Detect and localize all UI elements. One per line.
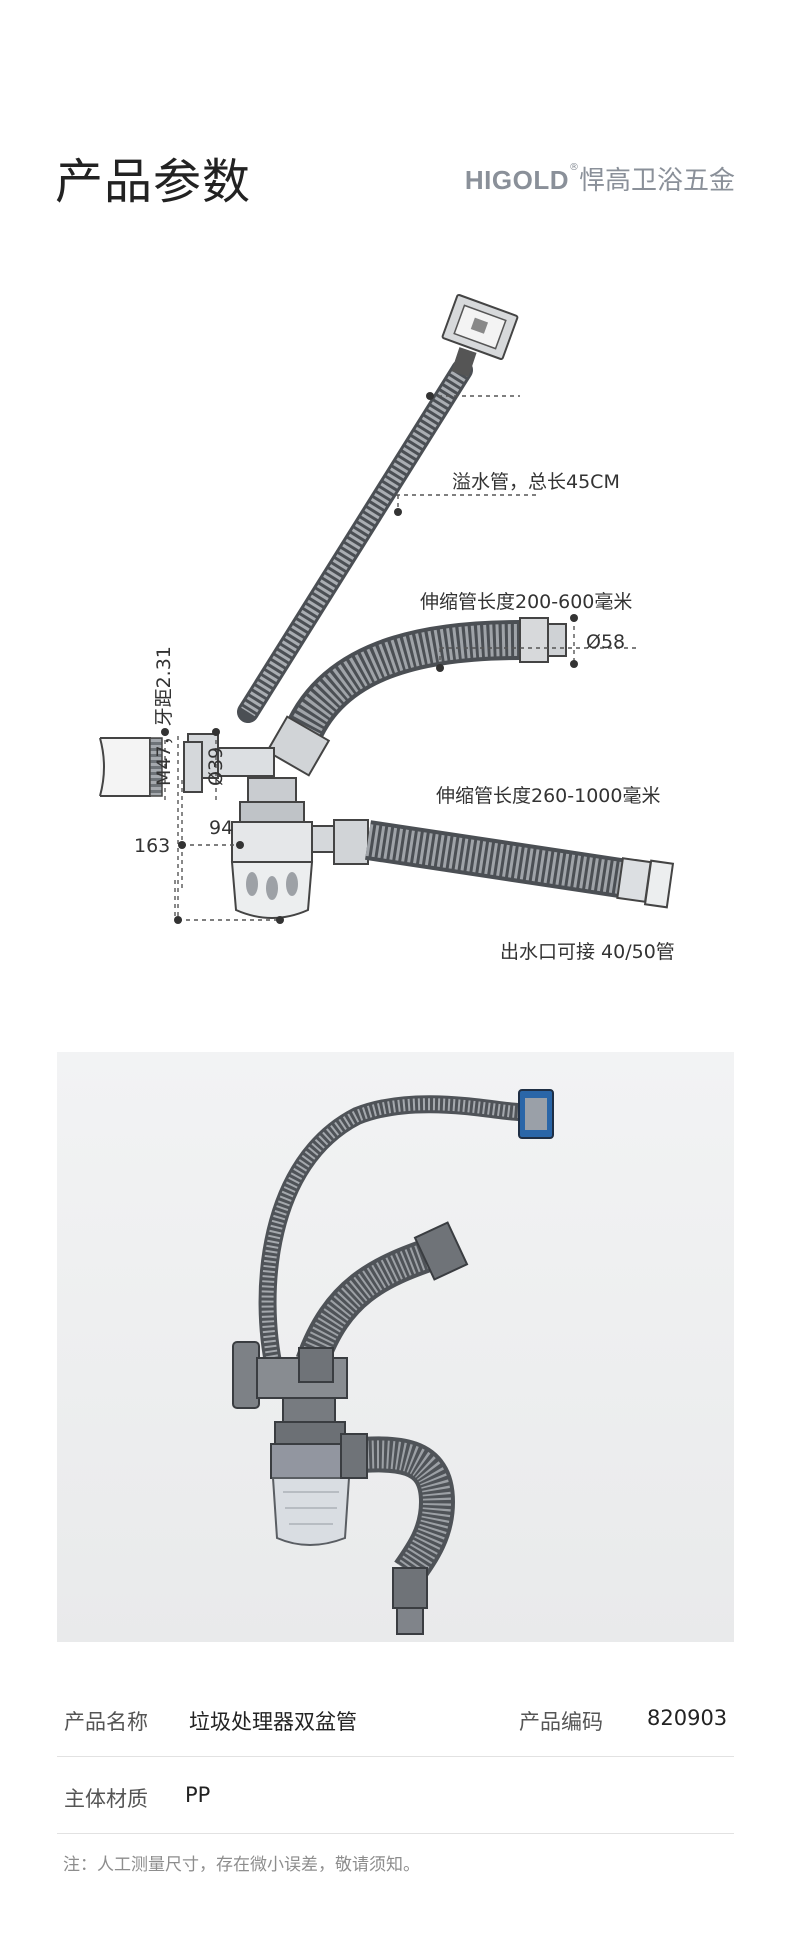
brand-reg: ® [568, 162, 579, 173]
overflow-label: 溢水管，总长45CM [452, 471, 620, 493]
hose1-label: 伸缩管长度200-600毫米 [420, 591, 632, 613]
product-photo [57, 1052, 734, 1642]
threaded-pipe [99, 737, 203, 797]
dim163-label: 163 [134, 835, 170, 857]
hose-2 [333, 819, 675, 909]
m47-label: M47，牙距2.31 [153, 646, 175, 786]
hose2-label: 伸缩管长度260-1000毫米 [436, 785, 660, 807]
page-title: 产品参数 [55, 154, 252, 210]
spec-key-name: 产品名称 [64, 1710, 148, 1734]
spec-key-code: 产品编码 [519, 1710, 603, 1734]
outlet-label: 出水口可接 40/50管 [500, 941, 675, 963]
overflow-hose [237, 347, 477, 723]
spec-key-material: 主体材质 [64, 1787, 148, 1811]
dim94-label: 94 [209, 817, 233, 839]
parts-diagram: 溢水管，总长45CM 伸缩管长度200-600毫米 Ø58 伸缩管长度260-1… [0, 280, 790, 980]
brand-en: HIGOLD [464, 165, 569, 195]
dia58-label: Ø58 [586, 631, 625, 653]
brand-logo: HIGOLD®悍高卫浴五金 [465, 160, 735, 197]
spec-row-name: 产品名称 垃圾处理器双盆管 产品编码 820903 [57, 1680, 734, 1757]
brand-cn: 悍高卫浴五金 [578, 166, 735, 196]
spec-val-code: 820903 [647, 1706, 728, 1730]
specs-table: 产品名称 垃圾处理器双盆管 产品编码 820903 主体材质 PP [57, 1680, 734, 1834]
diagram-svg: 溢水管，总长45CM 伸缩管长度200-600毫米 Ø58 伸缩管长度260-1… [99, 294, 675, 963]
header: 产品参数 HIGOLD®悍高卫浴五金 [55, 130, 735, 210]
spec-val-material: PP [185, 1783, 211, 1807]
product-photo-svg [232, 1089, 554, 1635]
measurement-note: 注：人工测量尺寸，存在微小误差，敬请须知。 [63, 1855, 420, 1875]
spec-row-material: 主体材质 PP [57, 1757, 734, 1834]
hose-1 [265, 617, 567, 777]
overflow-plate [441, 294, 519, 360]
dimension-dots [161, 392, 578, 924]
dia39-label: Ø39 [205, 747, 227, 786]
spec-val-name: 垃圾处理器双盆管 [189, 1710, 357, 1734]
dimension-lines [164, 395, 640, 921]
